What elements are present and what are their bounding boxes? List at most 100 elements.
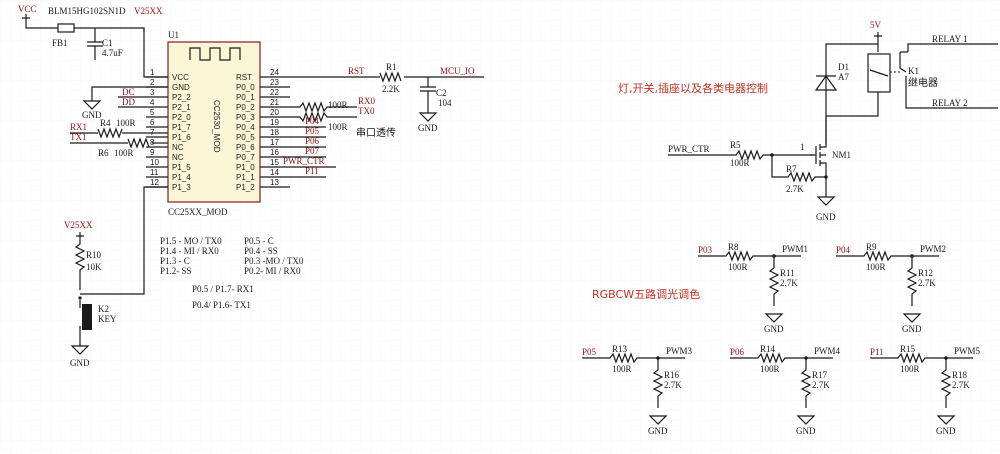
series-resistor-ref: R13	[612, 344, 628, 354]
pinmap-right-line: P0.5 - C	[244, 236, 274, 246]
pin-name: P1_6	[172, 133, 191, 142]
r1-ref: R1	[386, 62, 397, 72]
k2-value: KEY	[98, 314, 117, 324]
uart-note: 串口透传	[356, 127, 396, 139]
pin-number: 22	[270, 88, 279, 97]
pin-number: 24	[270, 68, 279, 77]
p05-label: P05	[305, 126, 320, 136]
mcu-io-label: MCU_IO	[440, 66, 475, 76]
pwr-ctr-label: PWR_CTR	[283, 156, 325, 166]
pin-name: P1_5	[172, 163, 191, 172]
gnd-label: GND	[764, 324, 784, 334]
pulldown-resistor-ref: R18	[952, 370, 968, 380]
gnd-symbol-2	[418, 112, 438, 122]
u1-right-pins: 24RST23P0_022P0_121P0_220P0_319P0_418P0_…	[236, 68, 290, 192]
v25xx-label: V25XX	[64, 220, 93, 230]
pin-number: 9	[150, 148, 155, 157]
tx1-label: TX1	[70, 132, 87, 142]
pin-number: 13	[270, 178, 279, 187]
series-resistor-value: 100R	[728, 262, 748, 272]
series-resistor-ref: R8	[728, 242, 739, 252]
pin-number: 19	[270, 118, 279, 127]
pin-name: RST	[236, 73, 252, 82]
pulldown-resistor-value: 2.7K	[780, 278, 798, 288]
pin-number: 16	[270, 148, 279, 157]
u1-body-text: CC2530_MOD	[212, 100, 221, 153]
pin-name: P1_3	[172, 183, 191, 192]
gnd-label: GND	[936, 426, 956, 436]
gnd-label-2: GND	[418, 123, 438, 133]
key-icon	[82, 304, 92, 330]
pin-name: P0_0	[236, 83, 255, 92]
gnd-symbol	[764, 313, 784, 323]
u1-chip: U1 CC2530_MOD CC25XX_MOD 1VCC2GND3P2_2DC…	[118, 30, 290, 217]
nm1-mosfet-icon	[810, 143, 827, 175]
pin-name: P0_5	[236, 133, 255, 142]
channel-net-label: P11	[870, 347, 884, 357]
pinmap-alt-1: P0.5 / P1.7- RX1	[192, 284, 254, 294]
pin-name: P1_4	[172, 173, 191, 182]
series-resistor-value: 100R	[760, 364, 780, 374]
k2-ref: K2	[98, 304, 109, 314]
pin-number: 15	[270, 158, 279, 167]
pin-name: P0_3	[236, 113, 255, 122]
pinmap-left-line: P1.3 - C	[160, 256, 190, 266]
pin-name: P0_4	[236, 123, 255, 132]
c2-value: 104	[438, 98, 452, 108]
k1-ref: K1	[908, 66, 919, 76]
c1-symbol	[87, 28, 103, 60]
pulldown-resistor-value: 2.7K	[812, 380, 830, 390]
pinmap-alt-2: P0.4/ P1.6- TX1	[192, 300, 251, 310]
gnd-symbol	[902, 313, 922, 323]
rgbcw-title: RGBCW五路调光调色	[592, 287, 700, 301]
gnd-label: GND	[796, 426, 816, 436]
pinmap-right-line: P0.2- MI / RX0	[244, 266, 301, 276]
left-nets: RX1 R4 100R TX1 R6 100R	[70, 118, 168, 158]
r-rx-value: 100R	[328, 100, 348, 110]
pin-name: VCC	[172, 73, 189, 82]
pin-number: 18	[270, 128, 279, 137]
r6-value: 100R	[114, 148, 134, 158]
pin-number: 2	[150, 78, 155, 87]
pin-name: P2_0	[172, 113, 191, 122]
pin-number: 20	[270, 108, 279, 117]
pwm-label: PWM3	[666, 346, 693, 356]
series-resistor-value: 100R	[900, 364, 920, 374]
pwm-label: PWM2	[920, 244, 946, 254]
antenna-icon	[189, 47, 241, 61]
pin-number: 5	[150, 108, 155, 117]
fb1-ref: FB1	[52, 38, 68, 48]
nm1-ref: NM1	[832, 150, 851, 160]
pin-number: 4	[150, 98, 155, 107]
pin-number: 10	[150, 158, 159, 167]
c1-ref: C1	[102, 38, 113, 48]
c1-value: 4.7uF	[102, 48, 123, 58]
net-label: DC	[122, 87, 135, 97]
r10-ref: R10	[86, 250, 102, 260]
pin-name: P2_1	[172, 103, 191, 112]
gnd-symbol	[936, 415, 956, 425]
r5-ref: R5	[730, 140, 741, 150]
channel-net-label: P04	[836, 245, 851, 255]
r10-symbol	[74, 236, 86, 290]
right-nets: RST R1 2.2K MCU_IO C2 104 GND 100R RX0 T…	[283, 62, 484, 178]
pulldown-resistor-value: 2.7K	[664, 380, 682, 390]
pulldown-resistor-ref: R11	[780, 268, 795, 278]
relay1-label: RELAY 1	[932, 34, 968, 44]
pinmap-left-line: P1.4 - MI / RX0	[160, 246, 219, 256]
v5-label: 5V	[870, 20, 882, 30]
pin-number: 23	[270, 78, 279, 87]
p11-label: P11	[305, 166, 319, 176]
net-label: DD	[122, 97, 135, 107]
key-section: V25XX R10 10K K2 KEY GND	[64, 186, 168, 368]
pin-name: P0_6	[236, 143, 255, 152]
pin-name: P1_7	[172, 123, 191, 132]
pin-number: 17	[270, 138, 279, 147]
series-resistor-ref: R9	[866, 242, 877, 252]
pulldown-resistor-ref: R17	[812, 370, 828, 380]
d1-diode-icon	[814, 74, 838, 91]
pin-number: 1	[150, 68, 155, 77]
